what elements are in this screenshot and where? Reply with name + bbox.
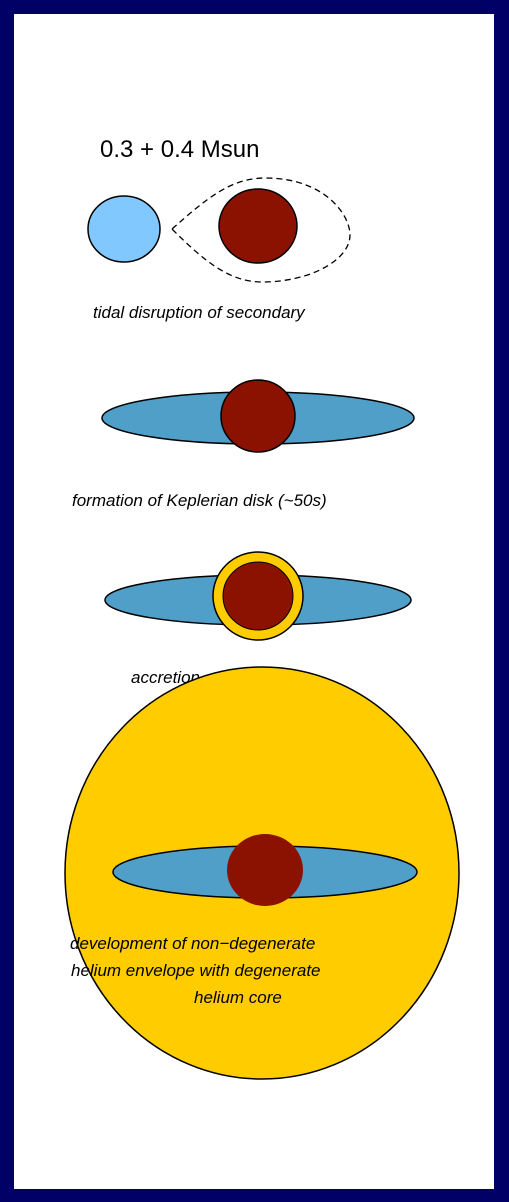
caption-tidal-disruption: tidal disruption of secondary	[93, 303, 306, 322]
secondary-star	[88, 196, 160, 262]
primary-star	[219, 189, 297, 263]
mass-label: 0.3 + 0.4 Msun	[100, 136, 259, 163]
stage-keplerian-disk: formation of Keplerian disk (~50s)	[72, 380, 414, 510]
degenerate-helium-core	[227, 834, 303, 906]
caption-envelope-line-3: helium core	[194, 988, 282, 1007]
primary-core	[223, 562, 293, 630]
caption-envelope-line-2: helium envelope with degenerate	[71, 961, 321, 980]
primary-star	[221, 380, 295, 452]
stage-helium-envelope: development of non−degenerate helium env…	[65, 667, 459, 1079]
caption-keplerian-disk: formation of Keplerian disk (~50s)	[72, 491, 327, 510]
stage-tidal-disruption: tidal disruption of secondary	[88, 178, 350, 322]
caption-envelope-line-1: development of non−degenerate	[70, 934, 315, 953]
